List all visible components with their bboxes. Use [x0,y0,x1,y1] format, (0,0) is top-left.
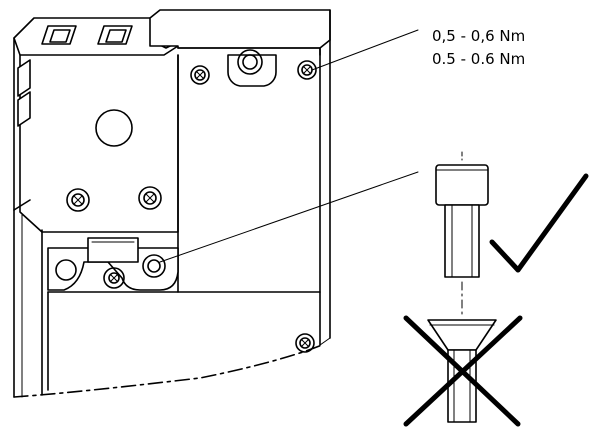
torque-label-point: 0.5 - 0.6 Nm [432,50,525,68]
cross-icon [403,315,523,427]
housing-body [13,39,331,398]
actuator-screw-right-icon [138,186,162,210]
actuator-aperture-icon [95,109,133,147]
actuator-head [13,17,183,233]
correct-screw-icon [435,151,489,317]
cap-screw-right-icon [297,60,317,80]
actuator-screw-left-icon [66,188,90,212]
flange-screw-icon [103,267,125,289]
cap-screw-left-icon [190,65,210,85]
torque-label-comma: 0,5 - 0,6 Nm [432,27,525,45]
torque-leader-line [311,29,419,71]
body-screw-icon [295,333,315,353]
switch-cap [149,9,331,353]
screw-leader-line [159,171,419,263]
mounting-flange [47,237,179,291]
checkmark-icon [489,173,589,273]
